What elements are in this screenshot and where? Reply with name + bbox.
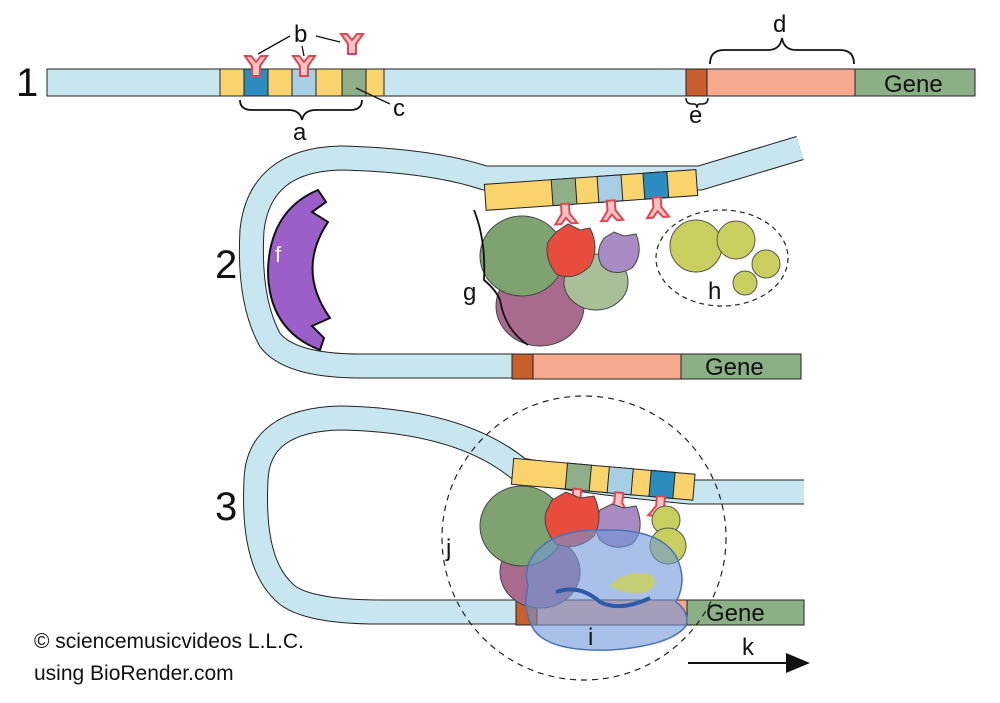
pointer-b-right	[315, 35, 341, 43]
coactivator-red	[546, 223, 596, 278]
label-c: c	[393, 95, 405, 122]
activator-protein-bound-1	[243, 55, 269, 77]
polymerase-yellow-inner	[610, 573, 656, 594]
pointer-b-center	[301, 45, 305, 57]
label-i: i	[588, 624, 593, 651]
complex-boundary-j	[441, 395, 727, 681]
general-factor-small-a	[751, 249, 781, 279]
coactivator-purple	[598, 231, 640, 273]
label-h: h	[708, 278, 721, 305]
binding-site-green-3	[564, 462, 592, 492]
polymerase-channel	[555, 587, 651, 609]
activator-protein-bound-2	[291, 55, 317, 77]
gene-box-3	[686, 599, 805, 626]
brace-g	[473, 209, 529, 346]
coactivator-complex-g	[479, 215, 640, 347]
step-number-3: 3	[215, 485, 237, 529]
gene-box-1	[854, 68, 976, 97]
binding-site-dark-blue-3	[648, 469, 676, 499]
gene-label-3: Gene	[706, 600, 765, 627]
binding-site-light-blue-3	[606, 466, 634, 496]
pointer-c	[355, 87, 391, 105]
activator-protein-free	[339, 33, 365, 55]
preinitiation-complex	[479, 485, 688, 651]
panel-1: 1 Gene b c a d e	[16, 11, 976, 146]
gene-label-2: Gene	[705, 354, 764, 381]
label-b: b	[294, 21, 307, 48]
label-j: j	[445, 535, 451, 562]
enhancer-region-2	[483, 169, 699, 226]
step-number-2: 2	[215, 243, 237, 287]
general-factor-boundary-h	[655, 209, 789, 307]
general-factor-large	[669, 219, 723, 273]
activator-protein-2b	[599, 199, 626, 223]
promoter-box-1	[685, 68, 708, 97]
rna-polymerase-i	[525, 529, 688, 651]
brace-a	[239, 99, 363, 121]
label-g: g	[463, 279, 476, 306]
copyright-notice: © sciencemusicvideos L.L.C. using BioRen…	[34, 626, 304, 690]
general-factor-medium	[716, 220, 756, 260]
brace-d	[709, 37, 855, 65]
panel-2: 2 Gene f g	[215, 136, 804, 381]
promoter-box-2	[511, 353, 534, 380]
loop-protein-f	[266, 188, 332, 352]
gene-label-1: Gene	[884, 71, 943, 98]
panel-3: 3 Gene i	[215, 395, 810, 681]
pointer-b-left	[257, 35, 291, 55]
binding-site-light-blue	[291, 68, 317, 97]
copyright-line-1: © sciencemusicvideos L.L.C.	[34, 630, 304, 653]
binding-site-light-blue-2	[596, 174, 624, 203]
label-a: a	[293, 119, 307, 146]
dna-loop-2	[239, 136, 804, 378]
label-k: k	[742, 634, 755, 661]
label-e: e	[689, 102, 702, 129]
step-number-1: 1	[16, 61, 38, 105]
label-f: f	[275, 242, 282, 267]
binding-site-dark-blue-2	[642, 171, 670, 200]
label-d: d	[773, 11, 786, 38]
copyright-line-2: using BioRender.com	[34, 662, 234, 685]
activator-protein-2c	[645, 196, 672, 220]
spacer-region-2	[532, 353, 682, 380]
spacer-region-1	[706, 68, 856, 97]
binding-site-green	[341, 68, 367, 97]
brace-e	[685, 97, 709, 109]
gene-box-2	[680, 353, 802, 380]
activator-protein-2a	[553, 202, 580, 226]
general-factor-small-b	[732, 270, 758, 296]
binding-site-green-2	[550, 177, 578, 207]
